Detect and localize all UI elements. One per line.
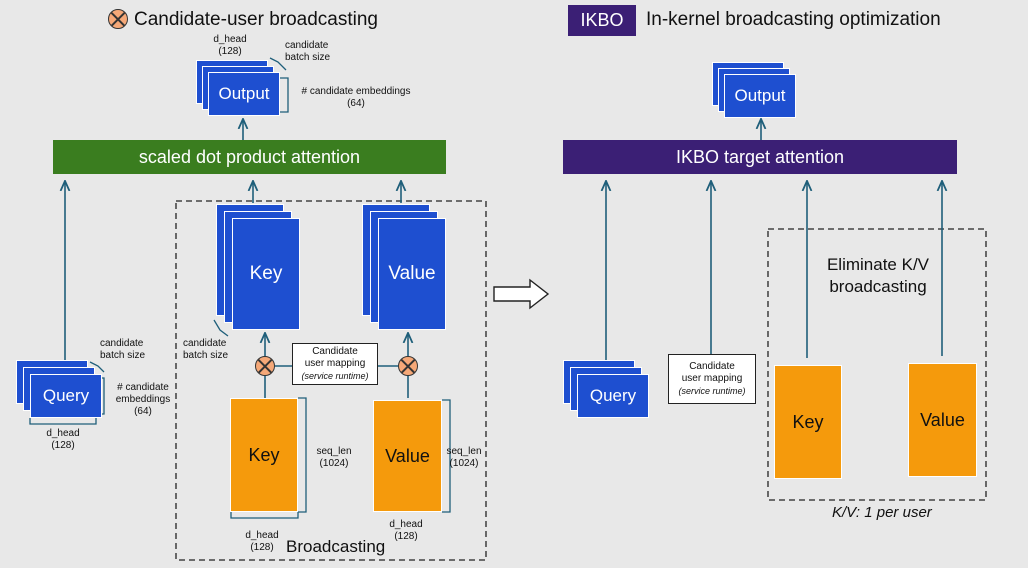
key-top-label: Key [249, 263, 283, 284]
mapping-line3: (service runtime) [678, 386, 746, 396]
key-card-front: Key [232, 218, 300, 330]
mapping-line1: Candidate [689, 361, 735, 372]
brace-query-batch [89, 361, 105, 373]
value-bottom-label: Value [385, 445, 430, 466]
brace-output-batch [269, 57, 287, 71]
left-title: Candidate-user broadcasting [134, 9, 378, 30]
output-label: Output [218, 84, 270, 103]
output-dhead-label: d_head(128) [213, 34, 247, 57]
query-label: Query [42, 386, 90, 405]
mapping-line1: Candidate [312, 346, 358, 357]
output-card-front: Output [724, 74, 796, 118]
mapping-line2: user mapping [304, 358, 366, 369]
mapping-line2: user mapping [681, 373, 743, 384]
x-circle-icon [398, 356, 418, 376]
ikbo-attention-bar: IKBO target attention [563, 140, 957, 174]
value-top-label: Value [388, 263, 436, 284]
brace-key-dhead [230, 512, 299, 519]
mapping-line3: (service runtime) [301, 371, 369, 381]
key-stack-broadcast: Key [216, 204, 306, 336]
brace-query-dhead [29, 418, 97, 425]
value-stack-broadcast: Value [362, 204, 452, 336]
brace-key-batch [213, 319, 229, 337]
ikbo-attention-label: IKBO target attention [675, 146, 845, 167]
kv-caption: K/V: 1 per user [832, 504, 932, 521]
key-bottom-label: Key [248, 444, 280, 465]
value-label-right: Value [920, 409, 965, 430]
query-stack-left: Query [16, 360, 108, 420]
key-label-right: Key [792, 411, 824, 432]
sdpa-bar: scaled dot product attention [53, 140, 446, 174]
brace-output-emb [280, 77, 289, 113]
key-dhead-label: d_head(128) [245, 530, 279, 553]
output-stack-left: Output [196, 60, 286, 120]
value-card-front: Value [378, 218, 446, 330]
value-block-right: Value [908, 363, 977, 477]
sdpa-label: scaled dot product attention [138, 146, 361, 167]
broadcasting-region [175, 200, 487, 561]
query-label-right: Query [589, 386, 637, 405]
query-dhead-label: d_head(128) [46, 428, 80, 451]
kv-region [767, 228, 987, 501]
candidate-user-mapping-left: Candidate user mapping (service runtime) [292, 343, 378, 385]
x-circle-icon [108, 9, 128, 29]
value-seq-label: seq_len(1024) [446, 446, 482, 469]
query-card-front: Query [577, 374, 649, 418]
brace-key-seq [298, 397, 307, 513]
key-block-right: Key [774, 365, 842, 479]
ikbo-badge: IKBO [568, 5, 636, 36]
key-block-left: Key [230, 398, 298, 512]
x-circle-icon [255, 356, 275, 376]
output-emb-label: # candidate embeddings(64) [301, 86, 411, 109]
value-dhead-label: d_head(128) [389, 519, 423, 542]
output-stack-right: Output [712, 62, 802, 122]
candidate-user-mapping-right: Candidate user mapping (service runtime) [668, 354, 756, 404]
broadcasting-caption: Broadcasting [286, 537, 386, 556]
output-card-front: Output [208, 72, 280, 116]
brace-value-seq [442, 399, 451, 513]
output-label-right: Output [734, 86, 786, 105]
right-arrow-icon [493, 278, 550, 310]
right-title: In-kernel broadcasting optimization [646, 9, 941, 30]
value-block-left: Value [373, 400, 442, 512]
query-card-front: Query [30, 374, 102, 418]
query-stack-right: Query [563, 360, 655, 420]
key-seq-label: seq_len(1024) [316, 446, 352, 469]
